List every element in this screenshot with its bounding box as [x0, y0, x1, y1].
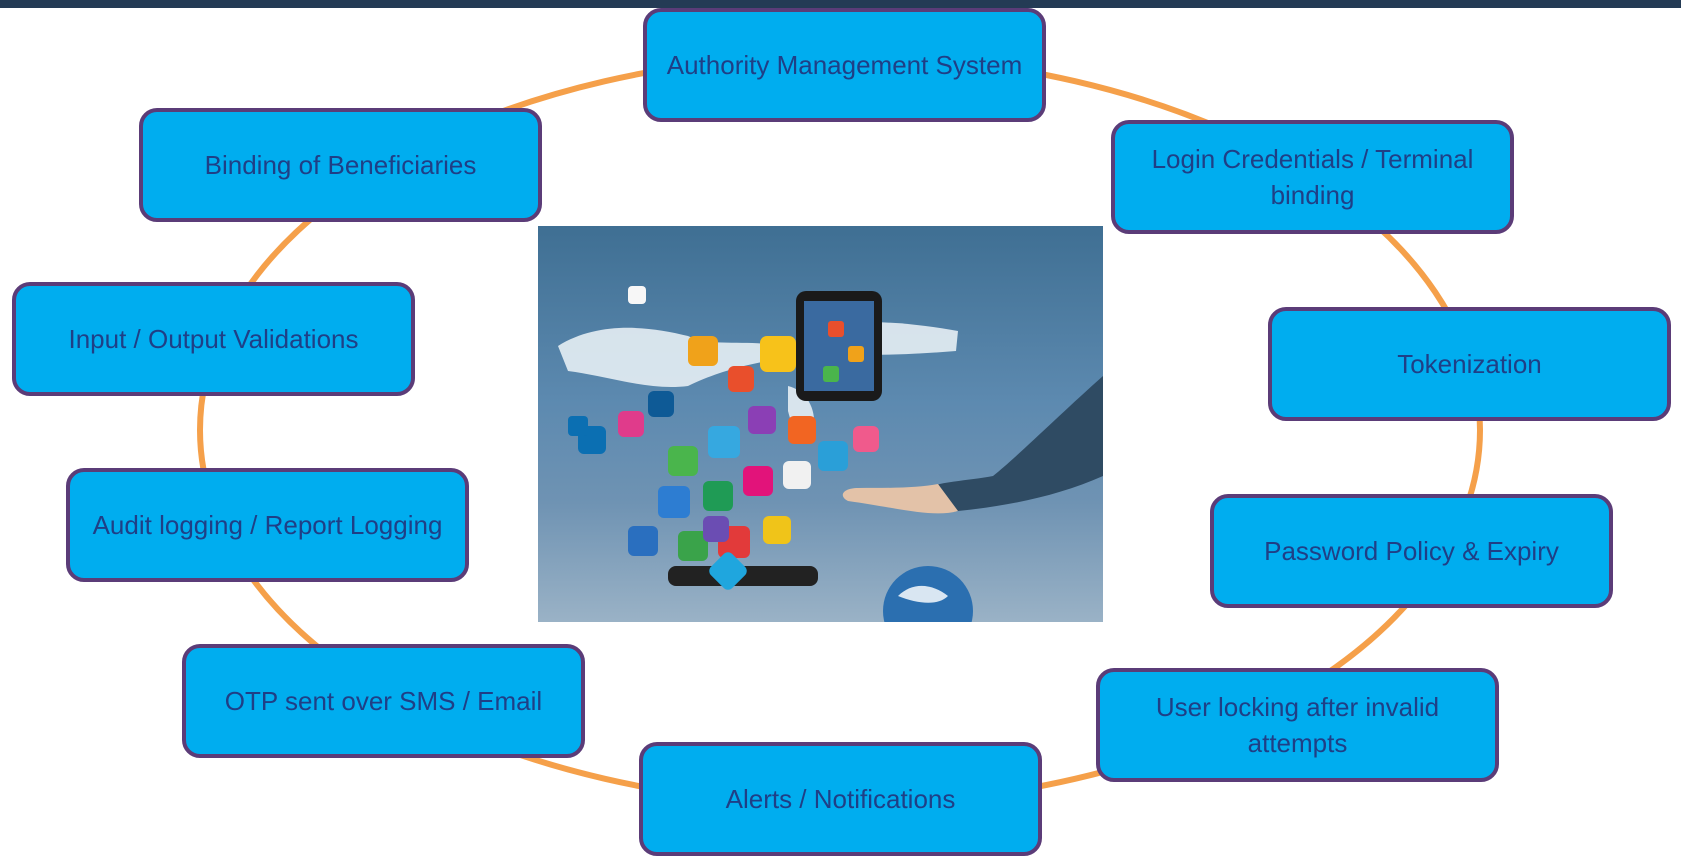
node-label: OTP sent over SMS / Email: [224, 686, 543, 716]
node-label: User locking after invalid attempts: [1155, 692, 1440, 758]
center-photo: [538, 226, 1103, 622]
node-binding-beneficiaries: Binding of Beneficiaries: [139, 108, 542, 222]
node-input-output-validations: Input / Output Validations: [12, 282, 415, 396]
node-alerts-notifications: Alerts / Notifications: [639, 742, 1042, 856]
node-tokenization: Tokenization: [1268, 307, 1671, 421]
node-label: Audit logging / Report Logging: [92, 510, 443, 540]
node-label: Alerts / Notifications: [725, 784, 956, 814]
node-audit-logging: Audit logging / Report Logging: [66, 468, 469, 582]
node-authority-management-system: Authority Management System: [643, 8, 1046, 122]
node-label: Password Policy & Expiry: [1264, 536, 1559, 566]
node-label: Login Credentials / Terminal binding: [1151, 144, 1474, 210]
node-label: Authority Management System: [666, 50, 1023, 80]
node-label: Input / Output Validations: [68, 324, 359, 354]
node-otp-sms-email: OTP sent over SMS / Email: [182, 644, 585, 758]
node-login-credentials: Login Credentials / Terminal binding: [1111, 120, 1514, 234]
top-bar: [0, 0, 1681, 8]
node-password-policy: Password Policy & Expiry: [1210, 494, 1613, 608]
node-user-locking: User locking after invalid attempts: [1096, 668, 1499, 782]
node-label: Tokenization: [1397, 349, 1542, 379]
node-label: Binding of Beneficiaries: [204, 150, 477, 180]
